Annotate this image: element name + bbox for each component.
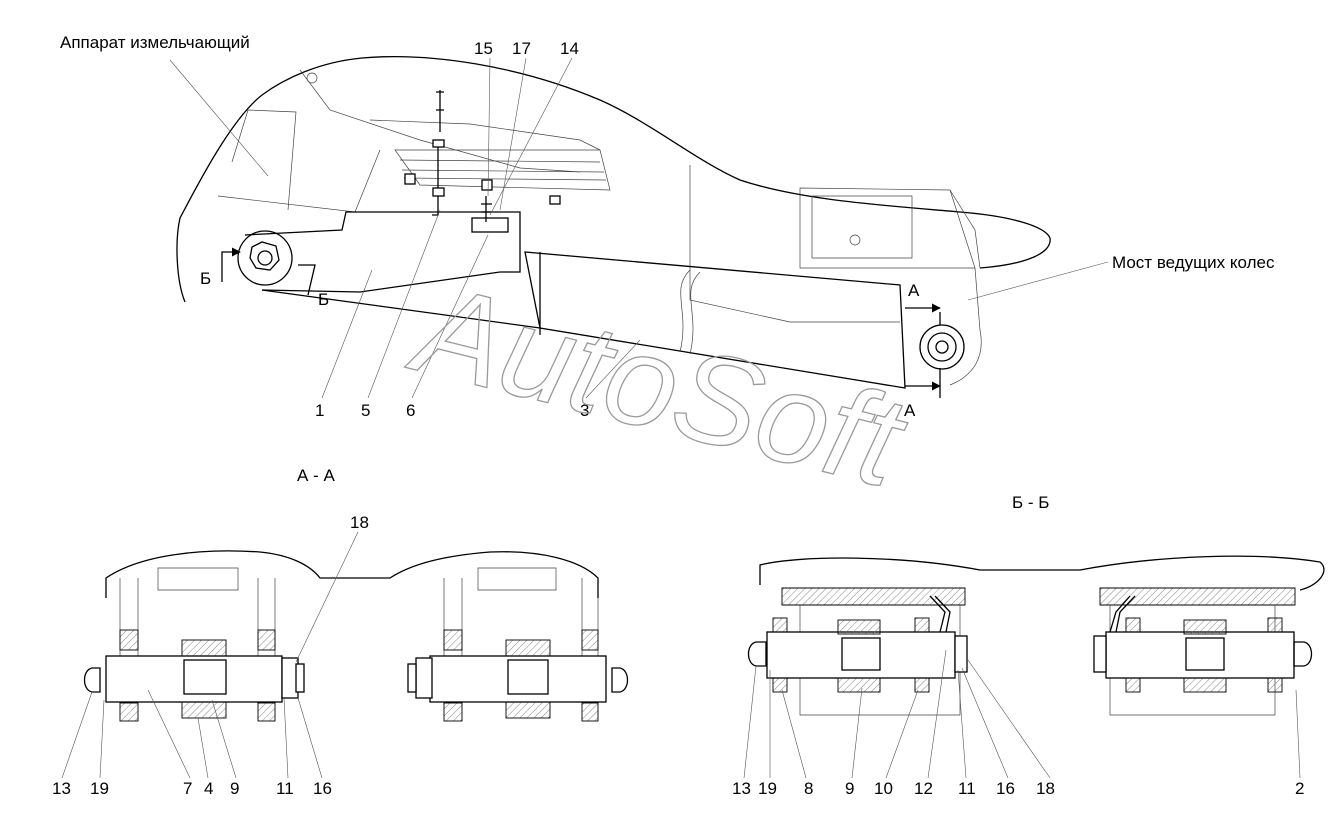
section-title-bb: Б - Б: [1012, 493, 1049, 512]
bb-callout-10: 10: [874, 779, 893, 798]
bb-callout-19: 19: [758, 779, 777, 798]
callout-1: 1: [315, 401, 324, 420]
bb-callout-13: 13: [732, 779, 751, 798]
aa-callout-19: 19: [90, 779, 109, 798]
aa-callout-16: 16: [313, 779, 332, 798]
callout-6: 6: [406, 401, 415, 420]
section-aa-view: [83, 550, 629, 722]
cutter-label: Аппарат измельчающий: [60, 33, 250, 52]
bb-callout-11: 11: [958, 779, 976, 798]
section-bb-view: [747, 555, 1325, 716]
axle-label: Мост ведущих колес: [1112, 253, 1275, 272]
callout-3: 3: [580, 401, 589, 420]
bb-callout-12: 12: [914, 779, 933, 798]
main-side-view: [176, 56, 1051, 398]
callout-15: 15: [474, 39, 493, 58]
bb-callout-9: 9: [845, 779, 854, 798]
section-mark-b-lower: Б: [318, 290, 329, 309]
watermark: AutoSoft: [397, 255, 919, 515]
aa-callout-4: 4: [204, 779, 213, 798]
bb-callout-2: 2: [1295, 779, 1304, 798]
bb-callout-8: 8: [804, 779, 813, 798]
section-mark-a-lower: А: [904, 401, 916, 420]
bb-leader-lines: [743, 649, 1301, 779]
bb-callout-18: 18: [1036, 779, 1055, 798]
section-mark-a-upper: А: [908, 281, 920, 300]
main-leader-lines: [169, 57, 1109, 399]
bb-callout-16: 16: [996, 779, 1015, 798]
section-mark-b-left: Б: [200, 269, 211, 288]
aa-callout-9: 9: [230, 779, 239, 798]
aa-leader-lines: [61, 531, 359, 779]
callout-14: 14: [560, 39, 579, 58]
aa-callout-13: 13: [52, 779, 71, 798]
aa-callout-18: 18: [350, 513, 369, 532]
callout-5: 5: [361, 401, 370, 420]
section-title-aa: А - А: [297, 466, 335, 485]
aa-callout-7: 7: [183, 779, 192, 798]
aa-callout-11: 11: [276, 779, 294, 798]
callout-17: 17: [512, 39, 531, 58]
